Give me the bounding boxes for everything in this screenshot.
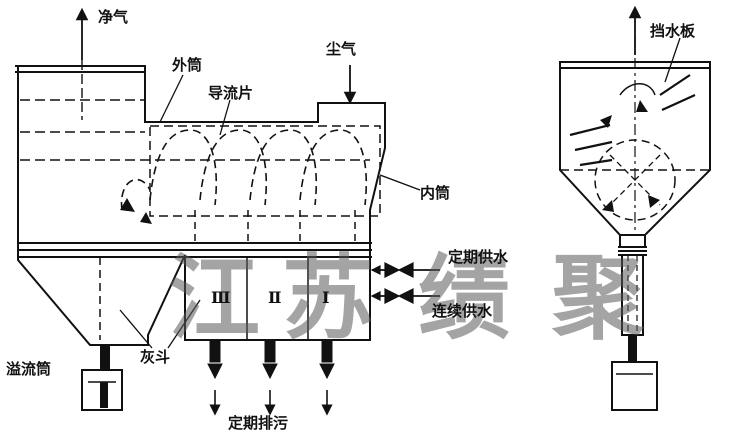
label-clean-gas: 净气 [98, 8, 128, 26]
label-raw-gas: 尘气 [326, 40, 356, 58]
label-outer-cylinder: 外筒 [171, 56, 202, 74]
watermark-char-3: 绩 [418, 244, 510, 352]
valve-continuous [384, 288, 414, 304]
watermark-char-2: 苏 [282, 244, 374, 352]
label-periodic-drain: 定期排污 [228, 414, 288, 432]
inner-cylinder-shape [149, 125, 381, 217]
label-overflow-cylinder: 溢流筒 [6, 360, 51, 378]
outer-shell [15, 65, 386, 346]
compartment-label-3: Ⅲ [211, 288, 230, 307]
compartment-label-1: Ⅰ [322, 288, 329, 307]
overflow-cylinder-shape [81, 369, 123, 411]
label-periodic-water-supply: 定期供水 [448, 248, 509, 266]
label-inner-cylinder: 内筒 [420, 184, 450, 202]
label-ash-hopper: 灰斗 [140, 348, 170, 366]
label-guide-vane: 导流片 [208, 84, 253, 102]
section-view [559, 14, 711, 411]
watermark-char-4: 聚 [551, 244, 645, 352]
main-scrubber [15, 65, 386, 371]
label-baffle-plate: 挡水板 [650, 22, 696, 40]
watermark-char-1: 江 [168, 244, 260, 352]
valve-periodic [384, 262, 414, 278]
drain-pipes [207, 339, 335, 380]
label-continuous-water-supply: 连续供水 [432, 302, 493, 320]
guide-vanes [120, 129, 368, 211]
compartment-label-2: Ⅱ [268, 288, 281, 307]
